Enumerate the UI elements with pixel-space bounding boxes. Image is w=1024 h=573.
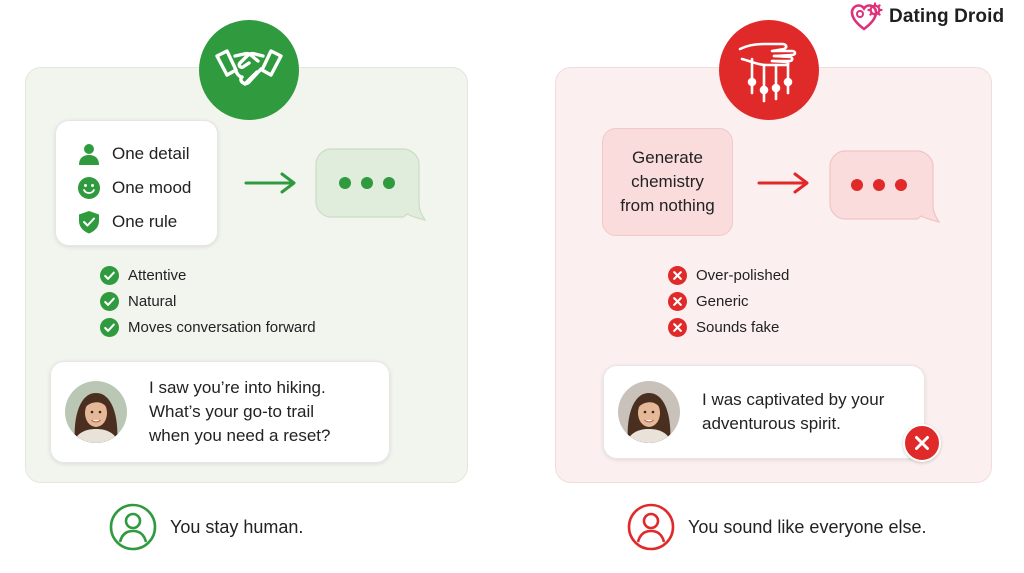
bad-input-card: Generate chemistry from nothing (602, 128, 733, 236)
trait-label: Natural (128, 292, 177, 310)
x-circle-icon (668, 265, 687, 285)
smiley-icon (78, 177, 100, 199)
good-message-card: I saw you’re into hiking. What’s your go… (50, 361, 390, 463)
message-line: when you need a reset? (149, 426, 331, 445)
user-circle-icon (627, 503, 675, 551)
arrow-right-icon (757, 172, 809, 194)
input-label: One mood (112, 178, 192, 197)
input-row-mood: One mood (78, 171, 217, 205)
good-traits-list: Attentive Natural Moves conversation for… (100, 262, 316, 340)
input-row-rule: One rule (78, 205, 217, 239)
shield-check-icon (79, 211, 99, 234)
avatar (618, 381, 680, 443)
check-circle-icon (100, 317, 119, 337)
message-line: I was captivated by your (702, 390, 885, 409)
input-line: from nothing (620, 196, 715, 215)
outcome-label: You sound like everyone else. (688, 516, 927, 537)
list-item: Over-polished (668, 262, 789, 288)
trait-label: Generic (696, 292, 749, 310)
input-line: chemistry (631, 172, 704, 191)
input-label: One detail (112, 144, 190, 163)
typing-bubble-icon (829, 150, 941, 223)
check-circle-icon (100, 291, 119, 311)
arrow-right-icon (244, 172, 296, 194)
typing-bubble-icon (315, 148, 427, 221)
brand-logo: Dating Droid (850, 2, 1004, 32)
list-item: Generic (668, 288, 789, 314)
message-line: I saw you’re into hiking. (149, 378, 326, 397)
x-circle-icon (668, 291, 687, 311)
x-circle-icon (668, 317, 687, 337)
handshake-icon (215, 49, 283, 86)
bad-message-text: I was captivated by your adventurous spi… (702, 388, 884, 436)
trait-label: Moves conversation forward (128, 318, 316, 336)
list-item: Sounds fake (668, 314, 789, 340)
input-line: Generate (632, 148, 703, 167)
outcome-label: You stay human. (170, 516, 304, 537)
bad-outcome: You sound like everyone else. (627, 503, 927, 551)
trait-label: Over-polished (696, 266, 790, 284)
heart-gear-icon (850, 2, 883, 31)
close-icon (915, 436, 929, 450)
message-line: adventurous spirit. (702, 414, 841, 433)
woman-avatar-icon (65, 381, 127, 443)
bad-message-card: I was captivated by your adventurous spi… (603, 365, 925, 459)
reject-badge (903, 424, 941, 462)
trait-label: Attentive (128, 266, 187, 284)
input-label: One rule (112, 212, 178, 231)
person-icon (79, 144, 99, 165)
list-item: Attentive (100, 262, 316, 288)
good-input-card: One detail One mood One rule (55, 120, 218, 246)
check-circle-icon (100, 265, 119, 285)
avatar (65, 381, 127, 443)
puppet-strings-icon (738, 42, 797, 103)
user-circle-icon (109, 503, 157, 551)
trait-label: Sounds fake (696, 318, 780, 336)
good-hero-badge (199, 20, 299, 120)
bad-hero-badge (719, 20, 819, 120)
brand-name: Dating Droid (889, 6, 1005, 27)
bad-traits-list: Over-polished Generic Sounds fake (668, 262, 789, 340)
good-outcome: You stay human. (109, 503, 303, 551)
woman-avatar-icon (618, 381, 680, 443)
message-line: What’s your go-to trail (149, 402, 315, 421)
list-item: Moves conversation forward (100, 314, 316, 340)
input-row-detail: One detail (78, 137, 217, 171)
good-message-text: I saw you’re into hiking. What’s your go… (149, 376, 330, 448)
list-item: Natural (100, 288, 316, 314)
